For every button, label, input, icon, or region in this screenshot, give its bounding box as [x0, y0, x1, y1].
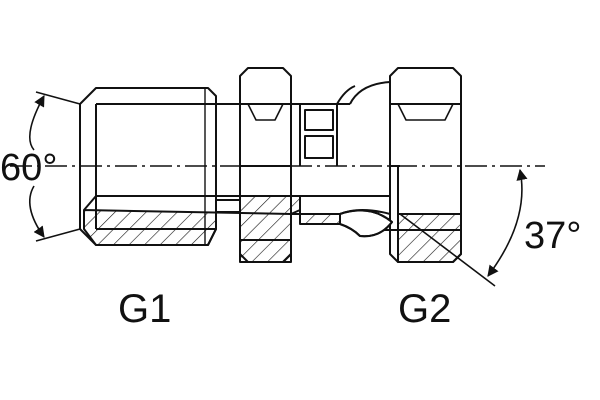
right-angle-dimension [399, 168, 528, 287]
coupling-neck [291, 103, 350, 166]
angle-label-60: 60° [0, 147, 57, 189]
bore-outline [95, 166, 391, 197]
section-hatching [83, 195, 462, 263]
left-angle-dimension [28, 91, 81, 242]
thread-label-g2: G2 [398, 287, 451, 331]
thread-label-g1: G1 [118, 287, 171, 331]
swivel-cone [336, 81, 391, 105]
angle-label-37: 37° [524, 215, 581, 257]
